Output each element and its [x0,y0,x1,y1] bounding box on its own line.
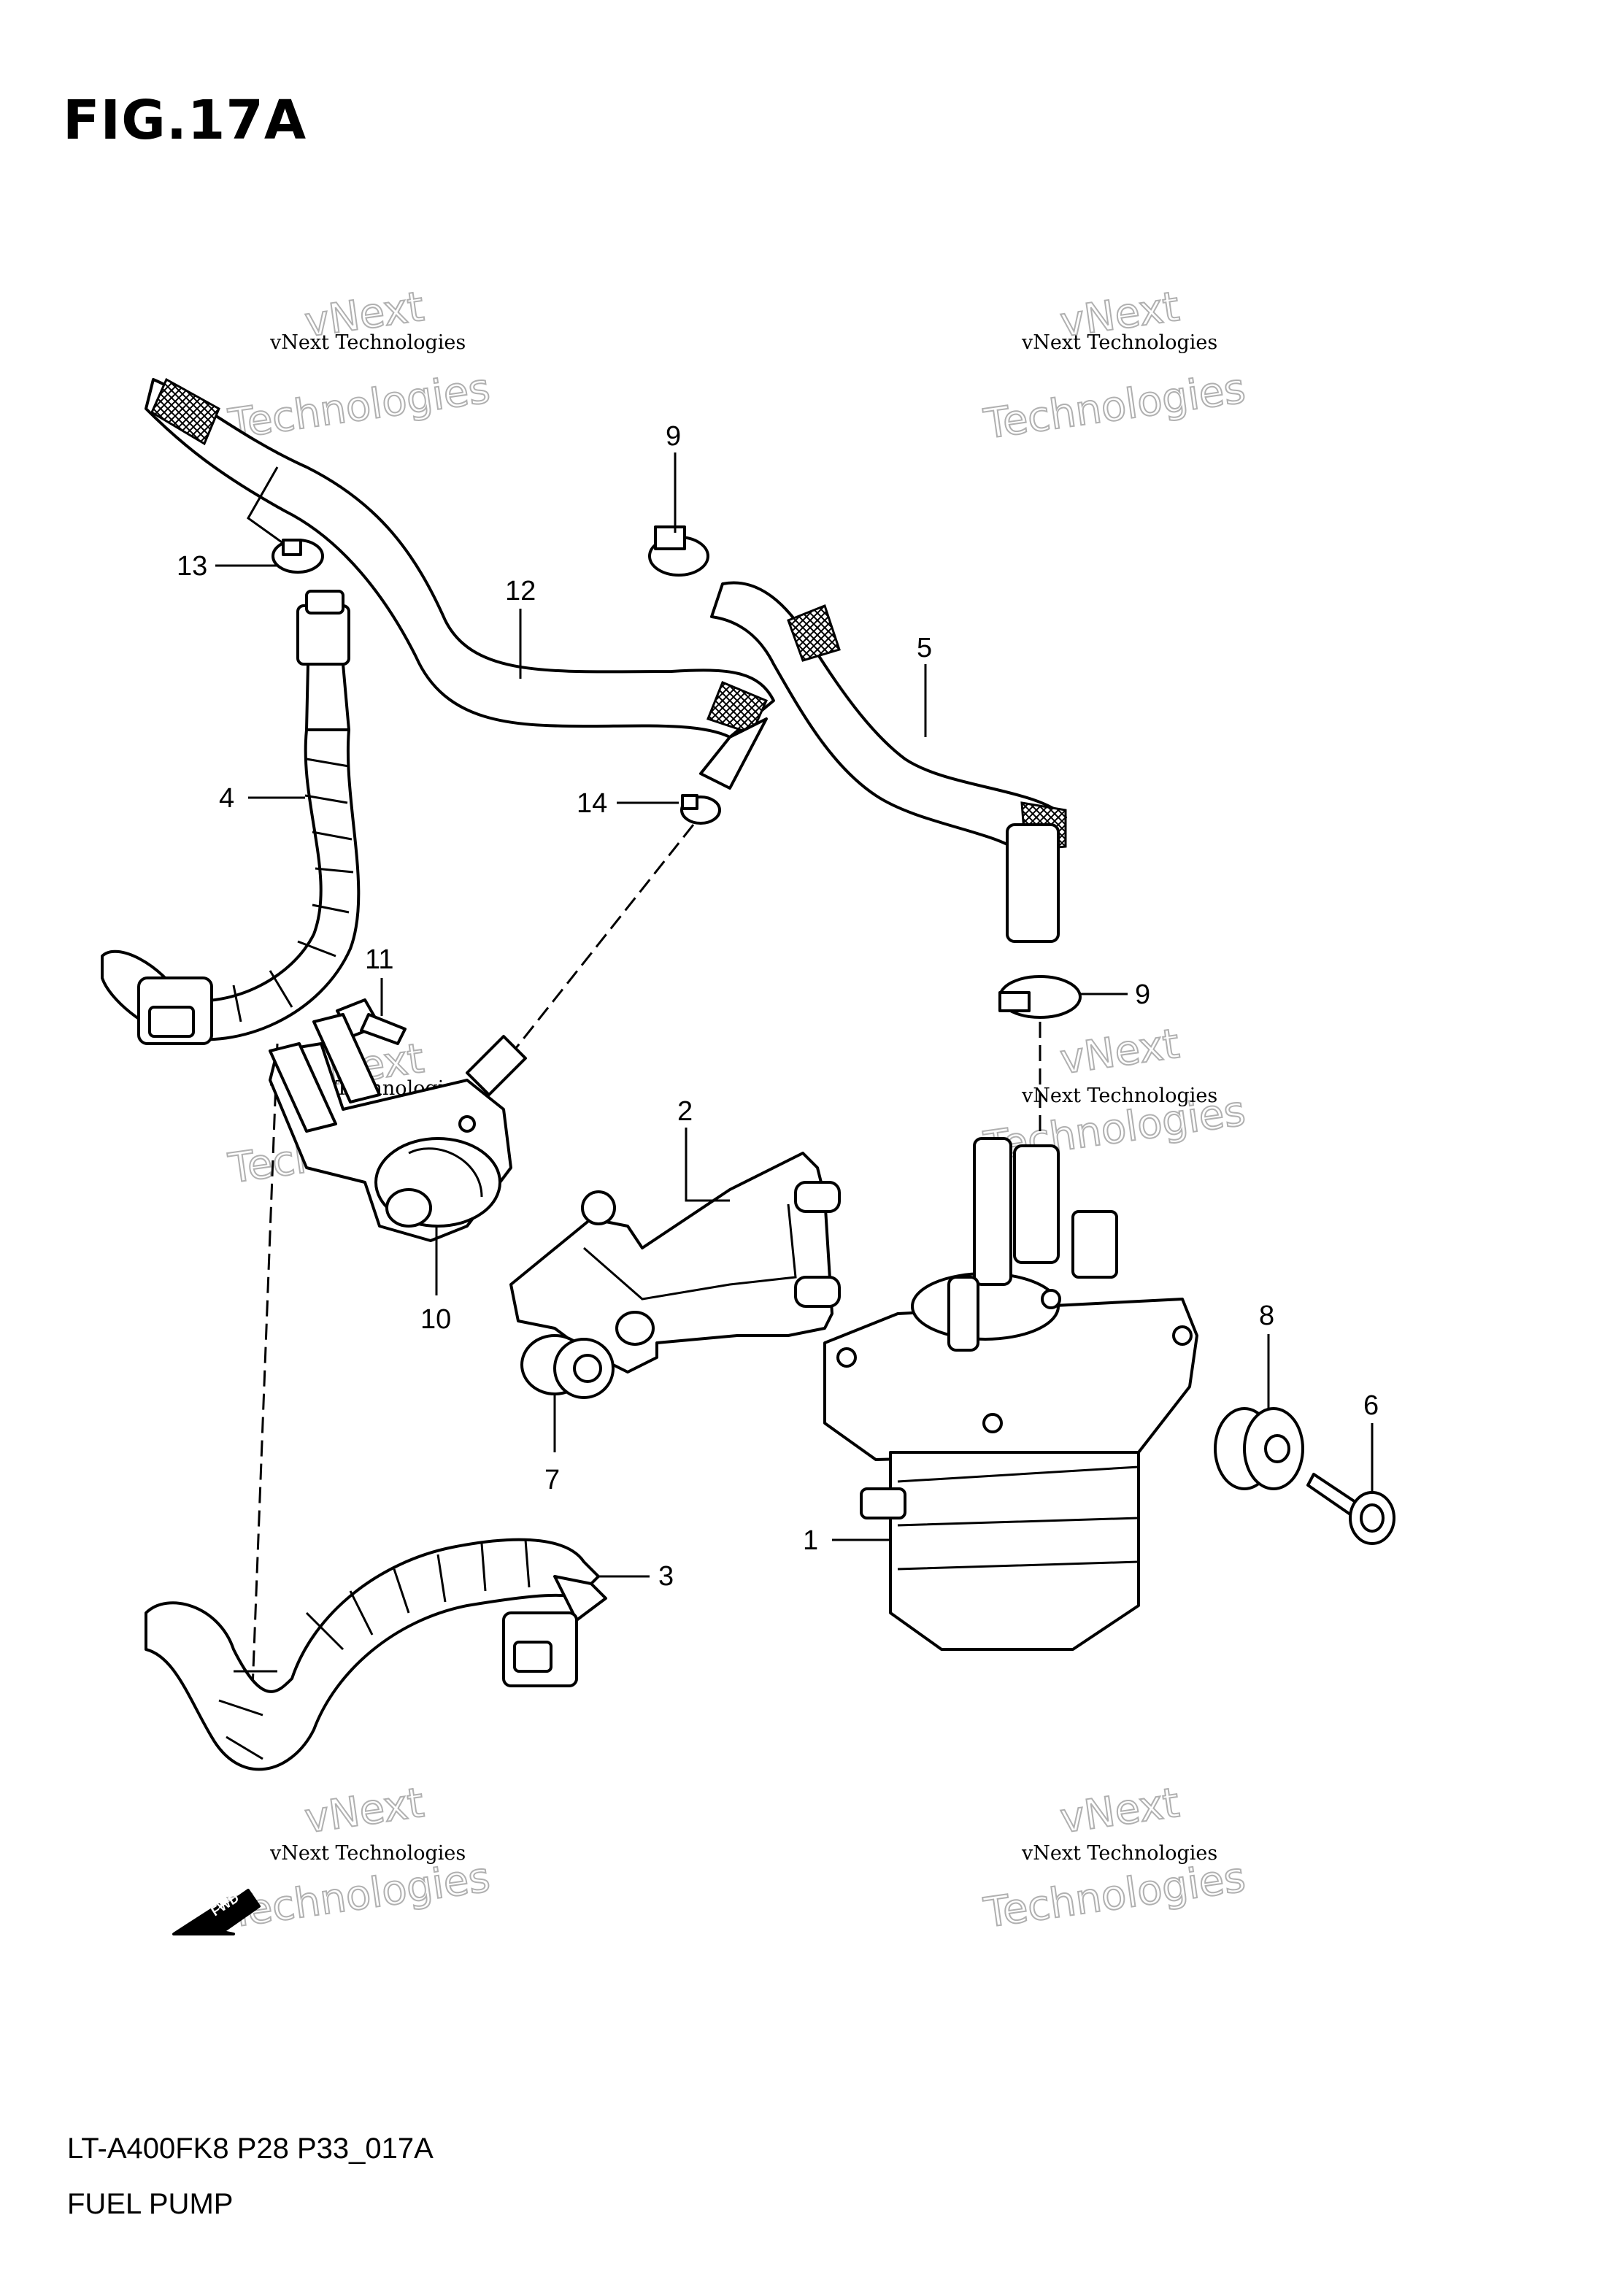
hose-right [710,581,1067,943]
svg-text:vNext Technologies: vNext Technologies [1021,331,1217,354]
svg-text:Technologies: Technologies [981,365,1248,449]
svg-text:8: 8 [1259,1301,1274,1331]
svg-text:vNext: vNext [1058,1020,1182,1084]
model-code: LT-A400FK8 P28 P33_017A [67,2133,434,2165]
svg-text:12: 12 [505,576,536,606]
svg-text:Technologies: Technologies [226,365,493,449]
callout-5: 5 [917,633,932,737]
hose-upper [145,377,775,790]
callout-4: 4 [219,783,305,814]
svg-text:6: 6 [1363,1390,1379,1421]
callout-14: 14 [577,788,679,819]
watermark-top-left: Technologies vNext vNext Technologies [225,282,493,450]
svg-text:vNext Technologies: vNext Technologies [1021,1085,1217,1107]
svg-text:vNext Technologies: vNext Technologies [269,1842,466,1865]
fuel-pump-assembly [823,1137,1198,1651]
callout-8: 8 [1259,1301,1274,1409]
clamp-upper-left [272,539,324,574]
svg-text:vNext Technologies: vNext Technologies [269,331,466,354]
callout-3: 3 [598,1561,674,1592]
pump-bracket [509,1152,841,1374]
hose-left [101,590,361,1045]
watermark-bottom-right: Technologies vNext vNext Technologies [980,1779,1249,1938]
svg-text:vNext: vNext [302,1779,427,1843]
svg-text:9: 9 [666,421,681,452]
svg-text:Technologies: Technologies [226,1854,493,1938]
leader-dashed-14 [495,824,695,1074]
grommet-left [520,1334,615,1399]
svg-text:1: 1 [803,1525,818,1556]
svg-text:4: 4 [219,783,234,814]
clamp-middle [680,794,721,825]
callout-10: 10 [420,1226,451,1335]
leader-dashed-3 [250,1043,279,1708]
callout-13: 13 [177,551,279,582]
hose-lower [145,1538,607,1771]
watermark-top-right: Technologies vNext vNext Technologies [980,282,1249,450]
callout-11: 11 [365,944,393,1016]
svg-text:9: 9 [1135,979,1150,1010]
bolt-pump [1306,1473,1395,1545]
svg-text:14: 14 [577,788,607,819]
callout-7: 7 [544,1394,560,1495]
figure-title: FIG.17A [63,89,307,152]
svg-text:13: 13 [177,551,207,582]
watermark-bottom-left: Technologies vNext vNext Technologies [225,1779,493,1938]
hose-clamp-lower [998,975,1082,1019]
watermark-middle-right: Technologies vNext vNext Technologies [980,1020,1249,1172]
svg-text:vNext: vNext [1058,1779,1182,1843]
svg-text:10: 10 [420,1304,451,1335]
svg-text:11: 11 [365,944,393,975]
svg-text:Technologies: Technologies [981,1854,1248,1938]
callout-2: 2 [677,1096,730,1202]
callout-1: 1 [803,1525,890,1556]
svg-text:7: 7 [544,1465,560,1495]
callout-6: 6 [1363,1390,1379,1492]
fuel-valve [269,1013,527,1242]
callout-9-upper: 9 [666,421,681,533]
grommet-right [1214,1407,1304,1490]
hose-clamp-upper [648,525,709,577]
part-group-name: FUEL PUMP [67,2188,234,2220]
callout-12: 12 [505,576,536,679]
svg-text:2: 2 [677,1096,693,1127]
svg-text:3: 3 [658,1561,674,1592]
callout-9-lower: 9 [1080,979,1150,1010]
svg-text:vNext Technologies: vNext Technologies [1021,1842,1217,1865]
svg-text:5: 5 [917,633,932,663]
